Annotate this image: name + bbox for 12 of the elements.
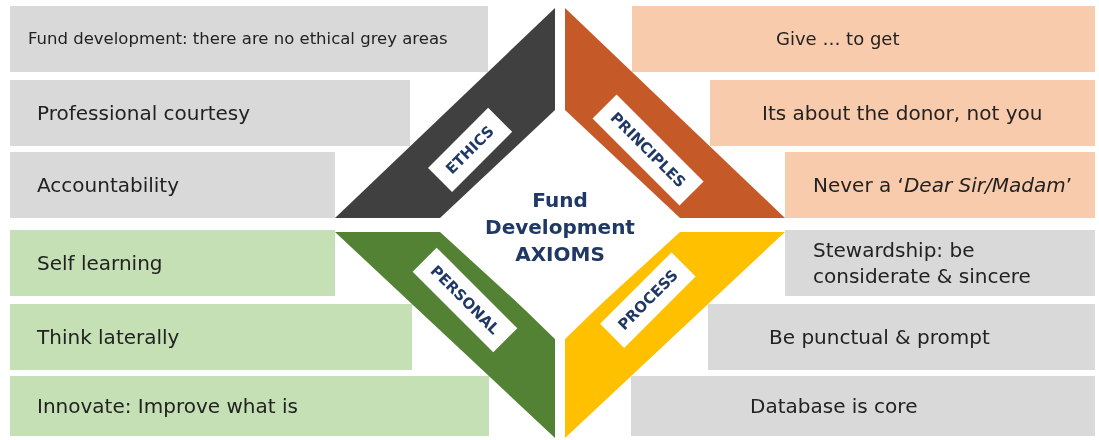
text-row: Its about the donor, not you	[710, 80, 1095, 146]
text-row: Database is core	[631, 376, 1095, 436]
text-row: Give … to get	[632, 6, 1095, 72]
text-row: Never a ‘Dear Sir/Madam’	[785, 152, 1095, 218]
text-row: Stewardship: be considerate & sincere	[785, 230, 1095, 296]
text-row: Innovate: Improve what is	[10, 376, 489, 436]
text-row: Self learning	[10, 230, 335, 296]
text-row: Professional courtesy	[10, 80, 410, 146]
text-row: Be punctual & prompt	[708, 304, 1095, 370]
text-row: Think laterally	[10, 304, 412, 370]
text-row: Accountability	[10, 152, 335, 218]
text-row: Fund development: there are no ethical grey areas	[10, 6, 488, 72]
